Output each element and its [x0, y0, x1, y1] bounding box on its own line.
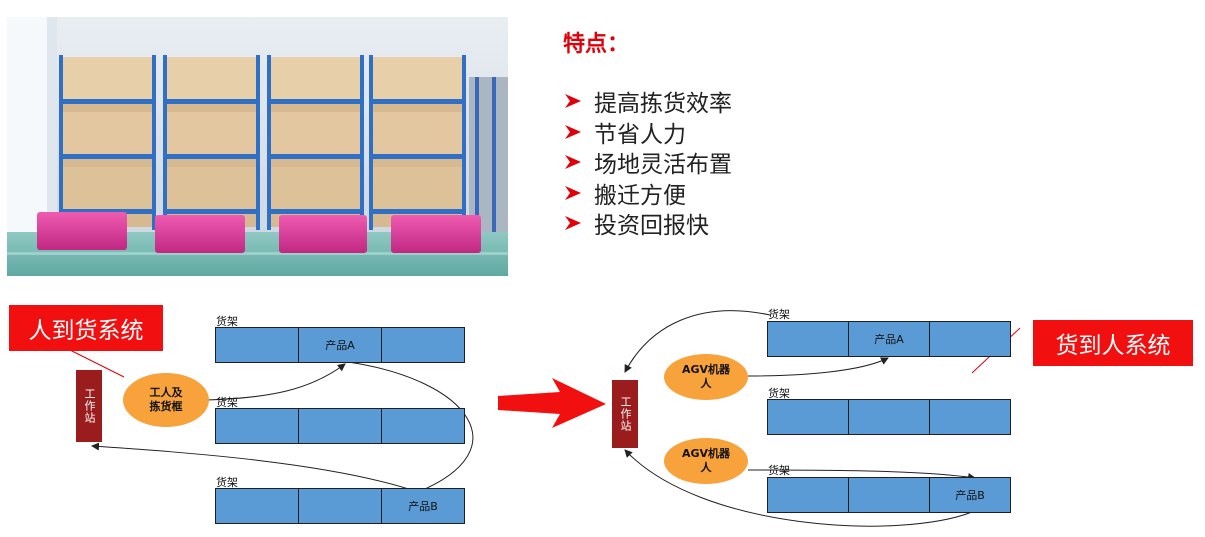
shelf-cell	[848, 399, 930, 435]
left-shelf-1: 产品A	[215, 327, 465, 363]
big-red-arrow-icon	[498, 378, 606, 428]
feature-text: 节省人力	[594, 121, 686, 148]
feature-text: 提高拣货效率	[594, 91, 732, 118]
right-shelf-1-label: 货架	[768, 308, 790, 321]
shelf-cell	[848, 477, 930, 513]
worker-ellipse: 工人及 拣货框	[123, 373, 209, 427]
right-shelf-2-label: 货架	[768, 387, 790, 400]
shelf-cell	[215, 408, 299, 444]
shelf-cell	[215, 327, 299, 363]
left-shelf-2	[215, 408, 465, 444]
arrow-bullet-icon	[565, 94, 581, 109]
warehouse-illustration	[7, 17, 508, 276]
flow-agv-to-product-a	[747, 357, 889, 377]
feature-text: 场地灵活布置	[594, 152, 732, 179]
shelf-cell-product-b: 产品B	[929, 477, 1011, 513]
shelf-cell	[381, 327, 465, 363]
left-shelf-1-label: 货架	[216, 315, 238, 328]
features-list: 提高拣货效率 节省人力 场地灵活布置 搬迁方便 投资回报快	[563, 86, 732, 239]
feature-item: 搬迁方便	[563, 178, 732, 209]
shelf-cell-product-a: 产品A	[848, 321, 930, 357]
agv-ellipse-top: AGV机器 人	[664, 354, 748, 400]
right-shelf-1: 产品A	[767, 321, 1011, 357]
right-shelf-3: 产品B	[767, 477, 1011, 513]
left-shelf-3-label: 货架	[216, 476, 238, 489]
arrow-bullet-icon	[565, 124, 581, 139]
feature-item: 场地灵活布置	[563, 147, 732, 178]
agv-ellipse-bottom: AGV机器 人	[664, 438, 748, 484]
shelf-cell	[767, 321, 849, 357]
shelf-unit-2	[155, 55, 260, 253]
arrow-bullet-icon	[565, 155, 581, 170]
arrow-bullet-icon	[565, 185, 581, 200]
feature-text: 搬迁方便	[594, 182, 686, 209]
shelf-unit-3	[267, 55, 367, 253]
shelf-cell	[215, 488, 299, 524]
warehouse-photo	[7, 17, 508, 276]
left-system-title: 人到货系统	[9, 305, 163, 351]
feature-item: 投资回报快	[563, 208, 732, 239]
shelf-cell	[767, 399, 849, 435]
arrow-bullet-icon	[565, 216, 581, 231]
shelf-cell	[929, 321, 1011, 357]
right-shelf-3-label: 货架	[768, 464, 790, 477]
left-shelf-3: 产品B	[215, 488, 465, 524]
shelf-unit-4	[369, 55, 481, 253]
right-system-title: 货到人系统	[1033, 320, 1193, 366]
features-title: 特点：	[563, 32, 630, 57]
shelf-cell	[381, 408, 465, 444]
feature-item: 提高拣货效率	[563, 86, 732, 117]
shelf-cell-product-a: 产品A	[298, 327, 382, 363]
right-workstation: 工作站	[612, 380, 638, 448]
shelf-cell	[929, 399, 1011, 435]
shelf-cell	[767, 477, 849, 513]
left-workstation: 工作站	[76, 370, 102, 442]
shelf-unit-1	[37, 55, 156, 250]
shelf-cell	[298, 408, 382, 444]
shelf-cell	[298, 488, 382, 524]
flow-product-b-to-workstation	[91, 442, 419, 493]
left-shelf-2-label: 货架	[216, 396, 238, 409]
feature-text: 投资回报快	[594, 213, 709, 240]
right-shelf-2	[767, 399, 1011, 435]
feature-item: 节省人力	[563, 117, 732, 148]
shelf-cell-product-b: 产品B	[381, 488, 465, 524]
